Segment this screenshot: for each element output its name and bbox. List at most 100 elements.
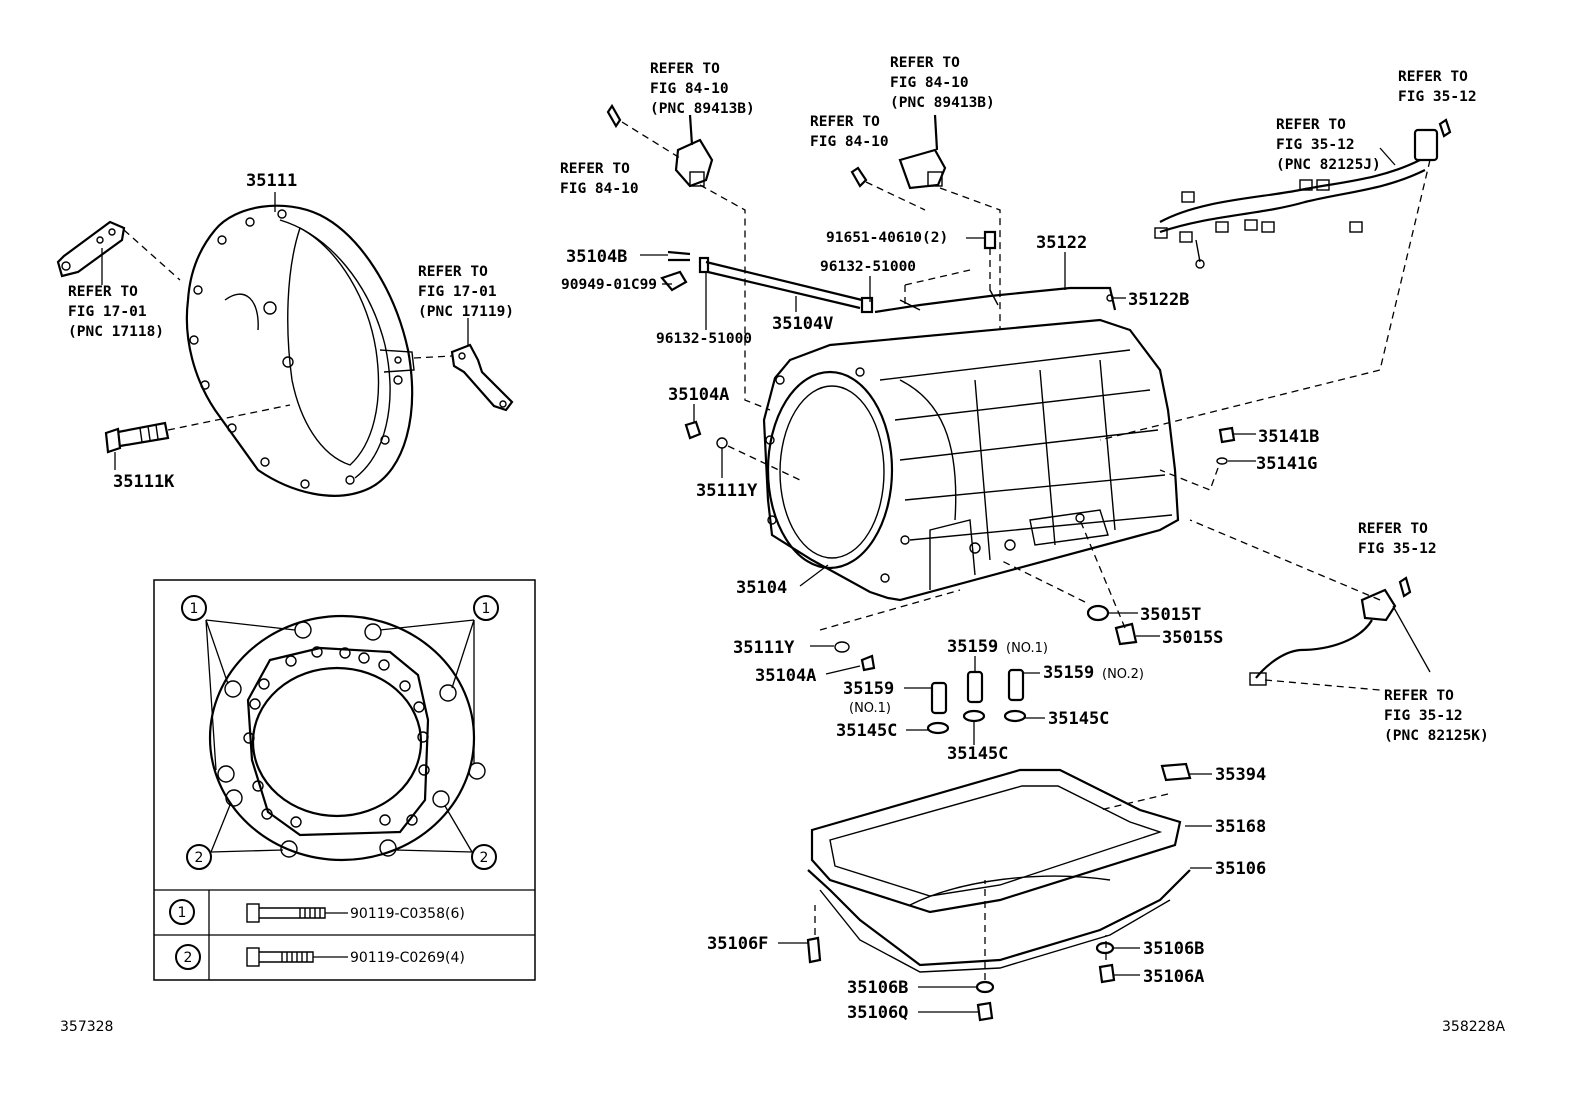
bolt-location-inset: 1 1 2 2 1 90119-C0358(6) xyxy=(153,579,536,981)
label-35106B-left: 35106B xyxy=(847,978,908,998)
label-35015T: 35015T xyxy=(1140,605,1201,625)
svg-text:FIG 35-12: FIG 35-12 xyxy=(1276,137,1355,153)
svg-text:REFER TO: REFER TO xyxy=(1384,688,1454,704)
bracket-17118 xyxy=(56,220,181,285)
refer-84-10-a: REFER TO FIG 84-10 (PNC 89413B) xyxy=(650,61,755,117)
svg-text:FIG 17-01: FIG 17-01 xyxy=(68,304,147,320)
label-35159-mid-note: (NO.1) xyxy=(1006,641,1048,656)
flange-bolt-holes xyxy=(189,209,403,489)
label-35104B: 35104B xyxy=(566,247,627,267)
oil-cooler-tube-35122 xyxy=(874,230,1117,314)
label-35159-right-note: (NO.2) xyxy=(1102,667,1144,682)
label-35159-mid: 35159 xyxy=(947,637,998,657)
svg-text:1: 1 xyxy=(482,601,491,617)
label-35106B-right: 35106B xyxy=(1143,939,1204,959)
label-35145C-mid: 35145C xyxy=(947,744,1008,764)
svg-text:FIG 35-12: FIG 35-12 xyxy=(1384,708,1463,724)
label-35141B: 35141B xyxy=(1258,427,1319,447)
label-35145C-right: 35145C xyxy=(1048,709,1109,729)
inset-legend-row-1: 1 90119-C0358(6) xyxy=(169,899,465,925)
small-case-parts xyxy=(684,404,1256,675)
refer-35-12-b: REFER TO FIG 35-12 (PNC 82125J) xyxy=(1276,117,1381,173)
label-35104A-top: 35104A xyxy=(668,385,729,405)
footer-left-code: 357328 xyxy=(60,1019,113,1035)
speed-sensor-right xyxy=(850,114,1001,330)
refer-35-12-d: REFER TO FIG 35-12 (PNC 82125K) xyxy=(1384,688,1489,744)
label-35111Y-top: 35111Y xyxy=(696,481,758,501)
label-35015S: 35015S xyxy=(1162,628,1223,648)
label-35111K: 35111K xyxy=(113,472,175,492)
label-35141G: 35141G xyxy=(1256,454,1317,474)
svg-text:(PNC 82125J): (PNC 82125J) xyxy=(1276,157,1381,173)
svg-text:REFER TO: REFER TO xyxy=(68,284,138,300)
inset-legend-row-2: 2 90119-C0269(4) xyxy=(175,944,465,970)
svg-text:90119-C0358(6): 90119-C0358(6) xyxy=(350,906,465,922)
label-35159-left: 35159 xyxy=(843,679,894,699)
svg-text:2: 2 xyxy=(195,850,204,866)
label-35159-right: 35159 xyxy=(1043,663,1094,683)
label-35106: 35106 xyxy=(1215,859,1266,879)
svg-text:REFER TO: REFER TO xyxy=(650,61,720,77)
refer-17-01-b: REFER TO FIG 17-01 (PNC 17119) xyxy=(418,264,514,320)
footer-right-code: 358228A xyxy=(1442,1019,1505,1035)
refer-84-10-c: REFER TO FIG 84-10 (PNC 89413B) xyxy=(890,55,995,111)
svg-text:REFER TO: REFER TO xyxy=(1358,521,1428,537)
label-35106F: 35106F xyxy=(707,934,768,954)
wire-harness xyxy=(1099,118,1452,441)
svg-text:1: 1 xyxy=(190,601,199,617)
inset-marker-2-right: 2 xyxy=(394,805,497,870)
inset-bolt-holes xyxy=(217,621,486,858)
transmission-case-35104 xyxy=(762,318,1180,602)
svg-text:REFER TO: REFER TO xyxy=(890,55,960,71)
svg-text:REFER TO: REFER TO xyxy=(1276,117,1346,133)
svg-text:(PNC 82125K): (PNC 82125K) xyxy=(1384,728,1489,744)
label-91651-40610: 91651-40610(2) xyxy=(826,230,948,246)
label-35168: 35168 xyxy=(1215,817,1266,837)
label-96132-51000-lower: 96132-51000 xyxy=(656,331,752,347)
svg-text:FIG 17-01: FIG 17-01 xyxy=(418,284,497,300)
svg-text:(PNC 89413B): (PNC 89413B) xyxy=(890,95,995,111)
svg-text:FIG 84-10: FIG 84-10 xyxy=(560,181,639,197)
svg-text:REFER TO: REFER TO xyxy=(810,114,880,130)
speed-sensor-left xyxy=(606,103,771,411)
dipstick-tube-35104V xyxy=(640,250,874,330)
label-35122B: 35122B xyxy=(1128,290,1189,310)
label-35122: 35122 xyxy=(1036,233,1087,253)
svg-text:90119-C0269(4): 90119-C0269(4) xyxy=(350,950,465,966)
bracket-17119 xyxy=(413,318,514,412)
label-90949-01C99: 90949-01C99 xyxy=(561,277,657,293)
label-35145C-left: 35145C xyxy=(836,721,897,741)
bolt-35111K xyxy=(104,404,291,470)
label-35106A: 35106A xyxy=(1143,967,1204,987)
label-35111: 35111 xyxy=(246,171,297,191)
label-35104V: 35104V xyxy=(772,314,833,334)
label-35159-left-note: (NO.1) xyxy=(849,701,891,716)
svg-text:FIG 84-10: FIG 84-10 xyxy=(810,134,889,150)
transmission-housing-35111 xyxy=(185,204,415,497)
accumulator-pistons xyxy=(904,656,1045,745)
svg-text:FIG 35-12: FIG 35-12 xyxy=(1358,541,1437,557)
svg-text:FIG 35-12: FIG 35-12 xyxy=(1398,89,1477,105)
svg-text:2: 2 xyxy=(184,950,193,966)
oil-pan-35106 xyxy=(778,762,1212,1022)
refer-35-12-c: REFER TO FIG 35-12 xyxy=(1358,521,1437,557)
svg-text:2: 2 xyxy=(480,850,489,866)
svg-text:REFER TO: REFER TO xyxy=(418,264,488,280)
refer-35-12-a: REFER TO FIG 35-12 xyxy=(1398,69,1477,105)
refer-84-10-d: REFER TO FIG 84-10 xyxy=(810,114,889,150)
label-35394: 35394 xyxy=(1215,765,1266,785)
inset-marker-1-right: 1 xyxy=(379,595,499,764)
inset-marker-2-left: 2 xyxy=(186,804,284,870)
speed-sensor-lower-right xyxy=(1189,519,1431,691)
svg-text:(PNC 89413B): (PNC 89413B) xyxy=(650,101,755,117)
label-35104A-bottom: 35104A xyxy=(755,666,816,686)
svg-text:FIG 84-10: FIG 84-10 xyxy=(890,75,969,91)
label-35106Q: 35106Q xyxy=(847,1003,908,1023)
label-35104: 35104 xyxy=(736,578,787,598)
refer-84-10-b: REFER TO FIG 84-10 xyxy=(560,161,639,197)
svg-text:1: 1 xyxy=(178,905,187,921)
svg-text:REFER TO: REFER TO xyxy=(1398,69,1468,85)
label-96132-51000-upper: 96132-51000 xyxy=(820,259,916,275)
inset-marker-1-left: 1 xyxy=(181,595,296,771)
